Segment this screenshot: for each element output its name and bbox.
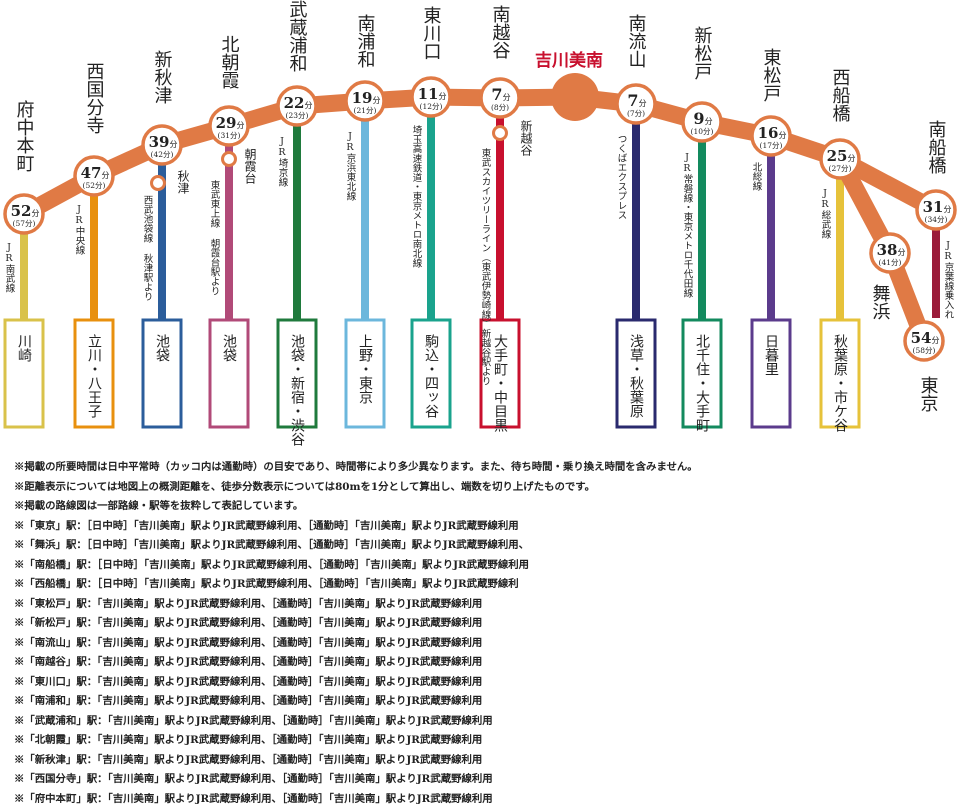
hub-station-name: 吉川美南	[535, 50, 603, 71]
time-rush: (41分)	[879, 258, 902, 267]
station-name: 新松戸	[692, 26, 713, 80]
note-line: ※「南船橋」駅：［日中時］「吉川美南」駅よりJR武蔵野線利用、［通勤時］「吉川美…	[14, 556, 944, 576]
station-name: 南流山	[626, 14, 647, 68]
transfer-station-name: 秋津	[176, 170, 190, 194]
note-line: ※「南浦和」駅：「吉川美南」駅よりJR武蔵野線利用、［通勤時］「吉川美南」駅より…	[14, 692, 944, 712]
destination-name: 秋葉原・市ケ谷	[832, 334, 848, 432]
note-line: ※「西国分寺」駅：「吉川美南」駅よりJR武蔵野線利用、［通勤時］「吉川美南」駅よ…	[14, 770, 944, 790]
destination-name: 北千住・大手町	[694, 334, 710, 432]
note-line: ※「西船橋」駅：［日中時］「吉川美南」駅よりJR武蔵野線利用、［通勤時］「吉川美…	[14, 575, 944, 595]
time-rush: (52分)	[83, 181, 106, 190]
time-rush: (27分)	[829, 164, 852, 173]
station-name: 武蔵浦和	[287, 0, 308, 72]
route-map: 吉川美南52分(57分)府中本町JR南武線川崎47分(52分)西国分寺JR中央線…	[0, 0, 960, 450]
station-name: 舞浜	[870, 284, 891, 320]
station-name: 南船橋	[926, 120, 947, 175]
note-line: ※「新秋津」駅：「吉川美南」駅よりJR武蔵野線利用、［通勤時］「吉川美南」駅より…	[14, 751, 944, 771]
transfer-station-name: 朝霞台	[243, 148, 257, 184]
line-name: JR南武線	[4, 242, 16, 293]
line-name: JR京葉線乗入れ	[943, 240, 955, 319]
note-line: ※「府中本町」駅：「吉川美南」駅よりJR武蔵野線利用、［通勤時］「吉川美南」駅よ…	[14, 790, 944, 809]
destination-name: 上野・東京	[357, 334, 373, 404]
time-rush: (12分)	[420, 102, 443, 111]
station-name: 西船橋	[830, 68, 851, 123]
station-name: 東川口	[421, 6, 442, 60]
destination-name: 日暮里	[763, 334, 779, 376]
line-name: JR中央線	[74, 204, 86, 255]
station-name: 南浦和	[355, 14, 376, 68]
note-line: ※「東京」駅：［日中時］「吉川美南」駅よりJR武蔵野線利用、［通勤時］「吉川美南…	[14, 517, 944, 537]
time-rush: (23分)	[286, 111, 309, 120]
station-name: 南越谷	[490, 5, 511, 59]
notes: ※掲載の所要時間は日中平常時（カッコ内は通勤時）の目安であり、時間帯により多少異…	[14, 458, 944, 809]
note-line: ※「南流山」駅：「吉川美南」駅よりJR武蔵野線利用、［通勤時］「吉川美南」駅より…	[14, 634, 944, 654]
note-line: ※「新松戸」駅：「吉川美南」駅よりJR武蔵野線利用、［通勤時］「吉川美南」駅より…	[14, 614, 944, 634]
time-rush: (42分)	[151, 150, 174, 159]
time-rush: (8分)	[491, 103, 509, 112]
time-rush: (21分)	[354, 106, 377, 115]
note-line: ※「南越谷」駅：「吉川美南」駅よりJR武蔵野線利用、［通勤時］「吉川美南」駅より…	[14, 653, 944, 673]
time-rush: (58分)	[913, 346, 936, 355]
note-line: ※掲載の路線図は一部路線・駅等を抜粋して表記しています。	[14, 497, 944, 517]
transfer-dot	[494, 127, 507, 140]
time-rush: (7分)	[627, 109, 645, 118]
destination-name: 立川・八王子	[86, 334, 102, 418]
station-name: 西国分寺	[84, 62, 105, 134]
destination-name: 川崎	[16, 334, 32, 362]
destination-name: 池袋	[221, 334, 237, 362]
time-rush: (34分)	[925, 215, 948, 224]
note-line: ※掲載の所要時間は日中平常時（カッコ内は通勤時）の目安であり、時間帯により多少異…	[14, 458, 944, 478]
line-name: 東武東上線 朝霞台駅より	[209, 179, 221, 295]
time-rush: (10分)	[691, 127, 714, 136]
line-name: つくばエクスプレス	[616, 134, 628, 220]
hub-station-dot	[551, 73, 599, 121]
line-name: JR常磐線・東京メトロ千代田線	[682, 152, 694, 298]
station-name: 府中本町	[14, 100, 35, 172]
note-line: ※「武蔵浦和」駅：「吉川美南」駅よりJR武蔵野線利用、［通勤時］「吉川美南」駅よ…	[14, 712, 944, 732]
station-name: 新秋津	[152, 50, 173, 104]
time-rush: (17分)	[760, 141, 783, 150]
note-line: ※「舞浜」駅：［日中時］「吉川美南」駅よりJR武蔵野線利用、［通勤時］「吉川美南…	[14, 536, 944, 556]
destination-name: 駒込・四ッ谷	[423, 334, 439, 418]
note-line: ※「東松戸」駅：「吉川美南」駅よりJR武蔵野線利用、［通勤時］「吉川美南」駅より…	[14, 595, 944, 615]
transfer-dot	[152, 177, 165, 190]
time-rush: (57分)	[13, 219, 36, 228]
destination-name: 池袋	[154, 334, 170, 362]
line-name: JR総武線	[820, 188, 832, 239]
destination-name: 池袋・新宿・渋谷	[289, 334, 305, 446]
line-name: 埼玉高速鉄道・東京メトロ南北線	[411, 124, 423, 267]
transfer-station-name: 新越谷	[519, 119, 533, 157]
destination-name: 大手町・中目黒	[492, 334, 508, 433]
line-name: JR京浜東北線	[345, 131, 357, 201]
station-name: 東京	[918, 376, 939, 413]
note-line: ※距離表示については地図上の概測距離を、徒歩分数表示については80mを1分として…	[14, 478, 944, 498]
line-name: 西武池袋線 秋津駅より	[142, 195, 154, 301]
transfer-dot	[223, 153, 236, 166]
note-line: ※「北朝霞」駅：「吉川美南」駅よりJR武蔵野線利用、［通勤時］「吉川美南」駅より…	[14, 731, 944, 751]
line-name: 北総線	[751, 162, 763, 191]
time-rush: (31分)	[218, 131, 241, 140]
line-name: JR埼京線	[277, 136, 289, 187]
destination-name: 浅草・秋葉原	[628, 334, 644, 418]
line-name: 東武スカイツリーライン（東武伊勢崎線）新越谷駅より	[480, 147, 492, 385]
note-line: ※「東川口」駅：「吉川美南」駅よりJR武蔵野線利用、［通勤時］「吉川美南」駅より…	[14, 673, 944, 693]
station-name: 東松戸	[761, 48, 782, 102]
station-name: 北朝霞	[219, 35, 240, 89]
